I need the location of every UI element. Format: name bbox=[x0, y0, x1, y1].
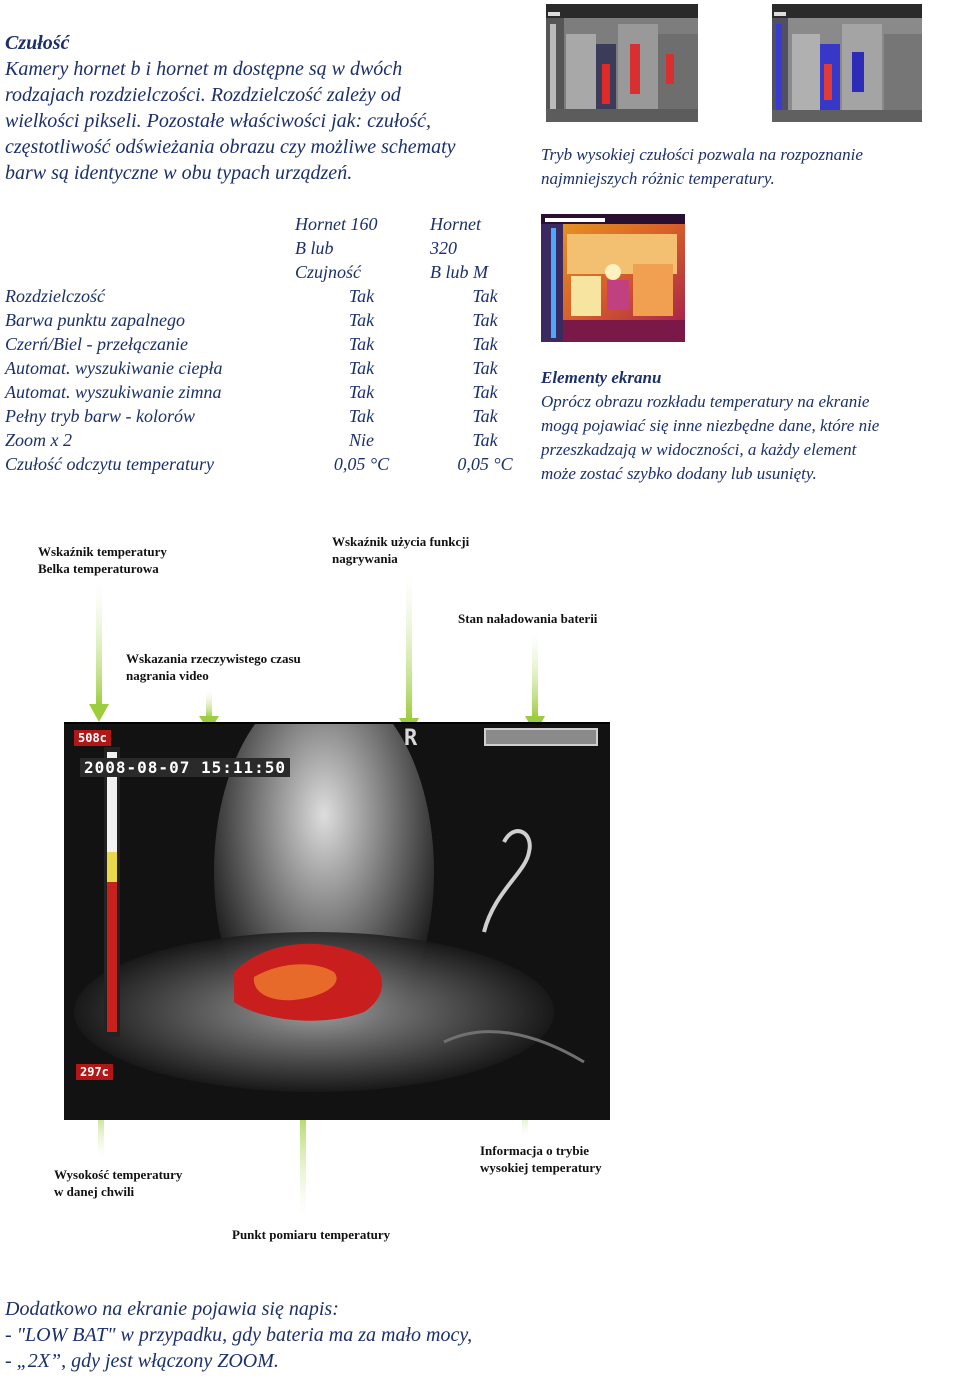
intro-line: rodzajach rozdzielczości. Rozdzielczość … bbox=[5, 84, 401, 106]
label-line: Wysokość temperatury bbox=[54, 1167, 183, 1182]
column-header-hornet160: Hornet 160 B lub Czujność bbox=[293, 212, 430, 284]
value-cell: Tak bbox=[472, 286, 498, 306]
timestamp: 2008-08-07 15:11:50 bbox=[80, 758, 291, 777]
feature-cell: Rozdzielczość bbox=[5, 286, 105, 306]
screen-elements-section: Elementy ekranu Oprócz obrazu rozkładu t… bbox=[541, 366, 956, 486]
feature-cell: Barwa punktu zapalnego bbox=[5, 310, 185, 330]
comparison-table: Hornet 160 B lub Czujność Hornet 320 B l… bbox=[5, 212, 540, 476]
label-line: Stan naładowania baterii bbox=[458, 611, 598, 626]
value-cell: Tak bbox=[472, 358, 498, 378]
thermal-thumbnail-right bbox=[772, 4, 922, 122]
value-cell: 0,05 °C bbox=[333, 454, 390, 474]
table-row: Czułość odczytu temperatury 0,05 °C 0,05… bbox=[5, 452, 540, 476]
note-line: Dodatkowo na ekranie pojawia się napis: bbox=[5, 1298, 339, 1320]
table-row: Barwa punktu zapalnego Tak Tak bbox=[5, 308, 540, 332]
note-line: - "LOW BAT" w przypadku, gdy bateria ma … bbox=[5, 1324, 473, 1346]
value-cell: Tak bbox=[348, 286, 375, 306]
label-realtime: Wskazania rzeczywistego czasu nagrania v… bbox=[126, 650, 301, 684]
value-cell: Nie bbox=[349, 430, 374, 450]
value-cell: Tak bbox=[472, 430, 498, 450]
label-line: Wskaźnik temperatury bbox=[38, 544, 167, 559]
value-cell: Tak bbox=[348, 382, 375, 402]
label-line: Wskazania rzeczywistego czasu bbox=[126, 651, 301, 666]
recording-marker: R bbox=[404, 726, 418, 751]
label-line: wysokiej temperatury bbox=[480, 1160, 602, 1175]
header-line: Hornet 160 bbox=[295, 214, 378, 234]
table-row: Rozdzielczość Tak Tak bbox=[5, 284, 540, 308]
label-line: nagrywania bbox=[332, 551, 398, 566]
arrow-recording bbox=[399, 570, 419, 736]
value-cell: Tak bbox=[348, 358, 375, 378]
value-cell: Tak bbox=[348, 406, 375, 426]
screen-elements-line: Oprócz obrazu rozkładu temperatury na ek… bbox=[541, 392, 870, 411]
table-row: Pełny tryb barw - kolorów Tak Tak bbox=[5, 404, 540, 428]
table-row: Automat. wyszukiwanie ciepła Tak Tak bbox=[5, 356, 540, 380]
header-line: Hornet bbox=[430, 214, 481, 234]
current-temperature: 297c bbox=[76, 1064, 113, 1080]
feature-cell: Czułość odczytu temperatury bbox=[5, 454, 214, 474]
feature-cell: Czerń/Biel - przełączanie bbox=[5, 334, 188, 354]
intro-line: częstotliwość odświeżania obrazu czy moż… bbox=[5, 136, 456, 158]
thermal-camera-screen: 508c 2008-08-07 15:11:50 R 297c bbox=[64, 722, 610, 1120]
sensitivity-caption: Tryb wysokiej czułości pozwala na rozpoz… bbox=[541, 143, 951, 191]
feature-cell: Automat. wyszukiwanie ciepła bbox=[5, 358, 223, 378]
battery-icon bbox=[484, 728, 598, 746]
value-cell: Tak bbox=[472, 406, 498, 426]
table-row: Zoom x 2 Nie Tak bbox=[5, 428, 540, 452]
arrow-temp-indicator bbox=[89, 580, 109, 722]
label-current-temp: Wysokość temperatury w danej chwili bbox=[54, 1166, 182, 1200]
intro-heading: Czułość bbox=[5, 32, 70, 54]
intro-line: barw są identyczne w obu typach urządzeń… bbox=[5, 162, 353, 184]
table-row: Automat. wyszukiwanie zimna Tak Tak bbox=[5, 380, 540, 404]
value-cell: Tak bbox=[472, 310, 498, 330]
screen-elements-line: przeszkadzają w widoczności, a każdy ele… bbox=[541, 440, 857, 459]
label-line: w danej chwili bbox=[54, 1184, 135, 1199]
caption-line: najmniejszych różnic temperatury. bbox=[541, 169, 775, 188]
thermal-color-image bbox=[541, 214, 685, 342]
label-line: Punkt pomiaru temperatury bbox=[232, 1227, 391, 1242]
intro-line: Kamery hornet b i hornet m dostępne są w… bbox=[5, 58, 403, 80]
intro-line: wielkości pikseli. Pozostałe właściwości… bbox=[5, 110, 432, 132]
table-row: Czerń/Biel - przełączanie Tak Tak bbox=[5, 332, 540, 356]
feature-cell: Zoom x 2 bbox=[5, 430, 72, 450]
feature-cell: Pełny tryb barw - kolorów bbox=[5, 406, 195, 426]
arrow-battery bbox=[525, 630, 545, 734]
thermal-thumbnail-left bbox=[546, 4, 698, 122]
value-cell: 0,05 °C bbox=[457, 454, 513, 474]
screen-elements-line: może zostać szybko dodany lub usunięty. bbox=[541, 464, 817, 483]
value-cell: Tak bbox=[472, 334, 498, 354]
caption-line: Tryb wysokiej czułości pozwala na rozpoz… bbox=[541, 145, 863, 164]
label-line: Wskaźnik użycia funkcji bbox=[332, 534, 470, 549]
value-cell: Tak bbox=[348, 310, 375, 330]
label-high-sensitivity: Informacja o trybie wysokiej temperatury bbox=[480, 1142, 602, 1176]
bottom-note: Dodatkowo na ekranie pojawia się napis: … bbox=[5, 1296, 605, 1374]
header-line: B lub M bbox=[430, 262, 488, 282]
top-temperature: 508c bbox=[74, 730, 111, 746]
screen-elements-line: mogą pojawiać się inne niezbędne dane, k… bbox=[541, 416, 880, 435]
intro-section: Czułość Kamery hornet b i hornet m dostę… bbox=[5, 30, 525, 186]
header-line: B lub bbox=[295, 238, 334, 258]
screen-elements-heading: Elementy ekranu bbox=[541, 368, 662, 387]
feature-cell: Automat. wyszukiwanie zimna bbox=[5, 382, 222, 402]
header-line: Czujność bbox=[295, 262, 362, 282]
label-battery: Stan naładowania baterii bbox=[458, 610, 597, 627]
label-line: nagrania video bbox=[126, 668, 209, 683]
label-measure-point: Punkt pomiaru temperatury bbox=[232, 1226, 390, 1243]
header-line: 320 bbox=[430, 238, 457, 258]
value-cell: Tak bbox=[472, 382, 498, 402]
value-cell: Tak bbox=[348, 334, 375, 354]
label-line: Informacja o trybie bbox=[480, 1143, 590, 1158]
label-temp-indicator: Wskaźnik temperatury Belka temperaturowa bbox=[38, 543, 167, 577]
label-line: Belka temperaturowa bbox=[38, 561, 159, 576]
label-recording-indicator: Wskaźnik użycia funkcji nagrywania bbox=[332, 533, 469, 567]
note-line: - „2X”, gdy jest włączony ZOOM. bbox=[5, 1350, 279, 1372]
column-header-hornet320: Hornet 320 B lub M bbox=[430, 212, 540, 284]
